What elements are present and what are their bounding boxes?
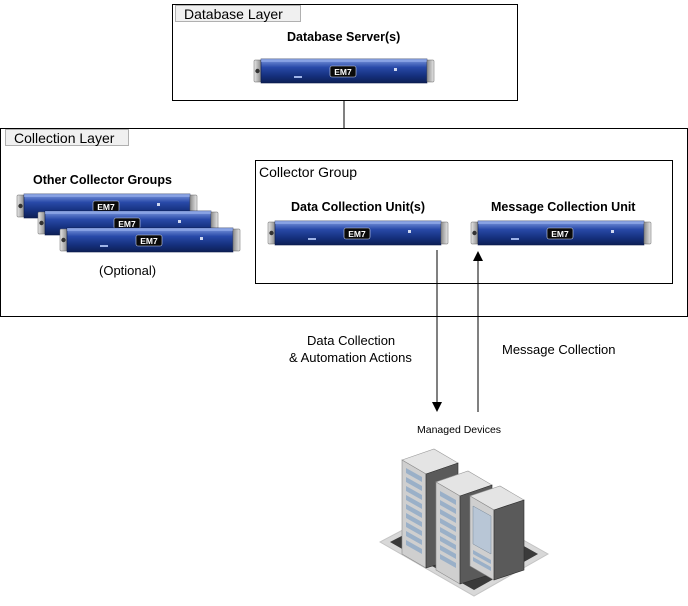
data-collection-arrowhead — [432, 402, 442, 412]
database-layer-tab: Database Layer — [175, 5, 301, 22]
server-racks-icon — [378, 448, 550, 597]
collector-group-label: Collector Group — [259, 164, 358, 180]
database-server-label: Database Server(s) — [287, 30, 401, 44]
message-collection-label: Message Collection — [502, 342, 616, 357]
data-collection-label-line2: & Automation Actions — [289, 350, 412, 365]
data-collection-unit-label: Data Collection Unit(s) — [291, 200, 426, 214]
data-collection-label-line1: Data Collection — [307, 333, 396, 348]
optional-label: (Optional) — [99, 263, 157, 278]
message-collection-arrowhead — [473, 251, 483, 261]
managed-devices-label: Managed Devices — [417, 424, 502, 436]
message-collection-unit-label: Message Collection Unit — [491, 200, 636, 214]
collection-layer-tab: Collection Layer — [5, 129, 129, 146]
other-collector-groups-label: Other Collector Groups — [33, 173, 172, 187]
